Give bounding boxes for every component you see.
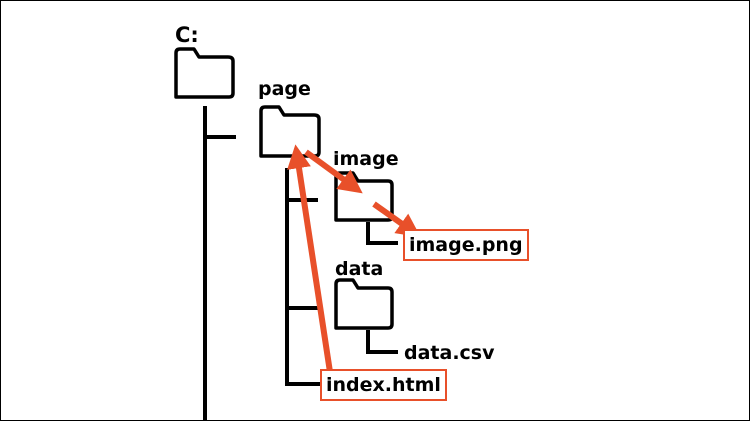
data-file-label: data.csv [404, 342, 495, 364]
image-folder-label: image [333, 148, 399, 170]
folder-icon [174, 47, 235, 99]
folder-icon [259, 105, 321, 158]
data-folder-label: data [335, 258, 384, 280]
reference-arrows [287, 144, 421, 373]
arrow-icon [287, 144, 333, 373]
folder-icon [334, 278, 394, 330]
page-folder-label: page [258, 78, 311, 100]
arrow-icon [304, 149, 363, 194]
index-file-label: index.html [320, 369, 447, 401]
branch-data-file-line [366, 330, 398, 354]
tree-connectors [203, 106, 398, 421]
root-drive-label: C: [175, 23, 199, 47]
arrow-icon [372, 201, 421, 238]
image-file-label: image.png [403, 229, 529, 261]
branch-image-file-line [366, 222, 398, 245]
